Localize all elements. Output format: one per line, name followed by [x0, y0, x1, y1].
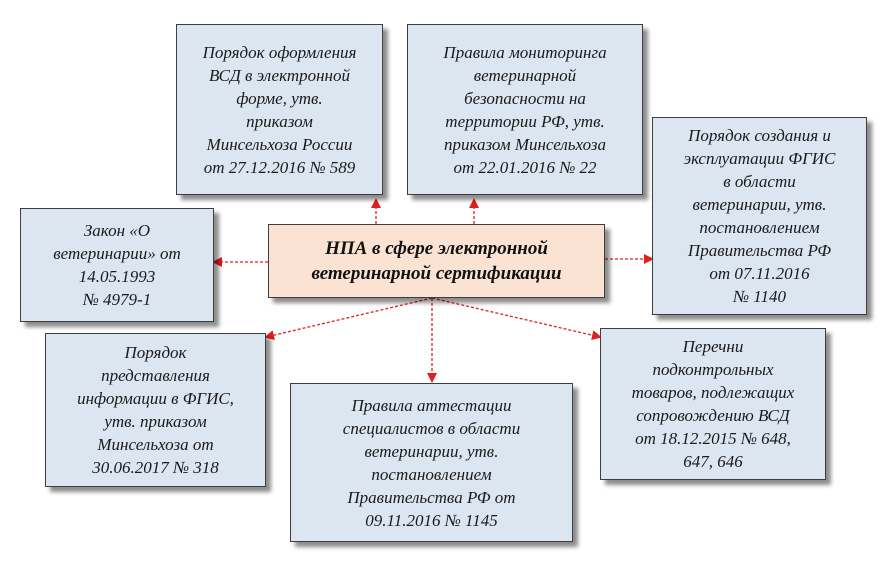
arrow-to-controlled-goods: [431, 297, 602, 341]
fgis-creation-box: Порядок создания и эксплуатации ФГИС в о…: [652, 117, 867, 315]
controlled-goods-box: Перечни подконтрольных товаров, подлежащ…: [600, 328, 826, 480]
attestation-rules-box: Правила аттестации специалистов в област…: [290, 383, 573, 542]
fgis-info-box: Порядок представления информации в ФГИС,…: [45, 333, 266, 487]
vet-law-box: Закон «О ветеринарии» от 14.05.1993 № 49…: [20, 208, 214, 322]
vsd-order-box: Порядок оформления ВСД в электронной фор…: [176, 24, 383, 195]
monitoring-rules-box: Правила мониторинга ветеринарной безопас…: [407, 24, 643, 195]
arrow-to-fgis-info: [264, 297, 433, 341]
central-topic-box: НПА в сфере электронной ветеринарной сер…: [268, 224, 605, 298]
